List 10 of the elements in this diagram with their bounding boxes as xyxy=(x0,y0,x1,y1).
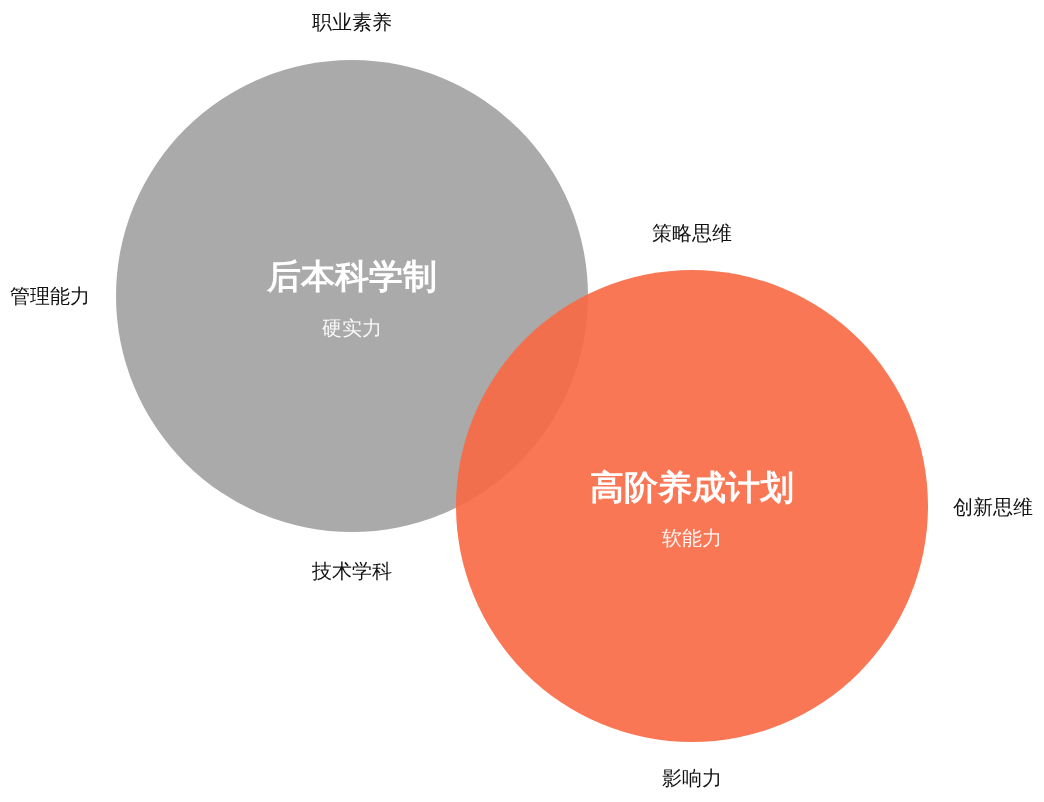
skill-label: 创新思维 xyxy=(953,493,1033,521)
skill-label: 管理能力 xyxy=(10,282,90,310)
skill-label: 影响力 xyxy=(662,764,722,792)
circle-title: 高阶养成计划 xyxy=(589,466,795,509)
circle-title: 后本科学制 xyxy=(266,255,438,298)
skill-label: 策略思维 xyxy=(652,219,732,247)
skill-label: 职业素养 xyxy=(312,8,392,36)
circle-subtitle: 硬实力 xyxy=(321,315,383,342)
skill-label: 技术学科 xyxy=(312,557,392,585)
circle-subtitle: 软能力 xyxy=(661,525,723,552)
